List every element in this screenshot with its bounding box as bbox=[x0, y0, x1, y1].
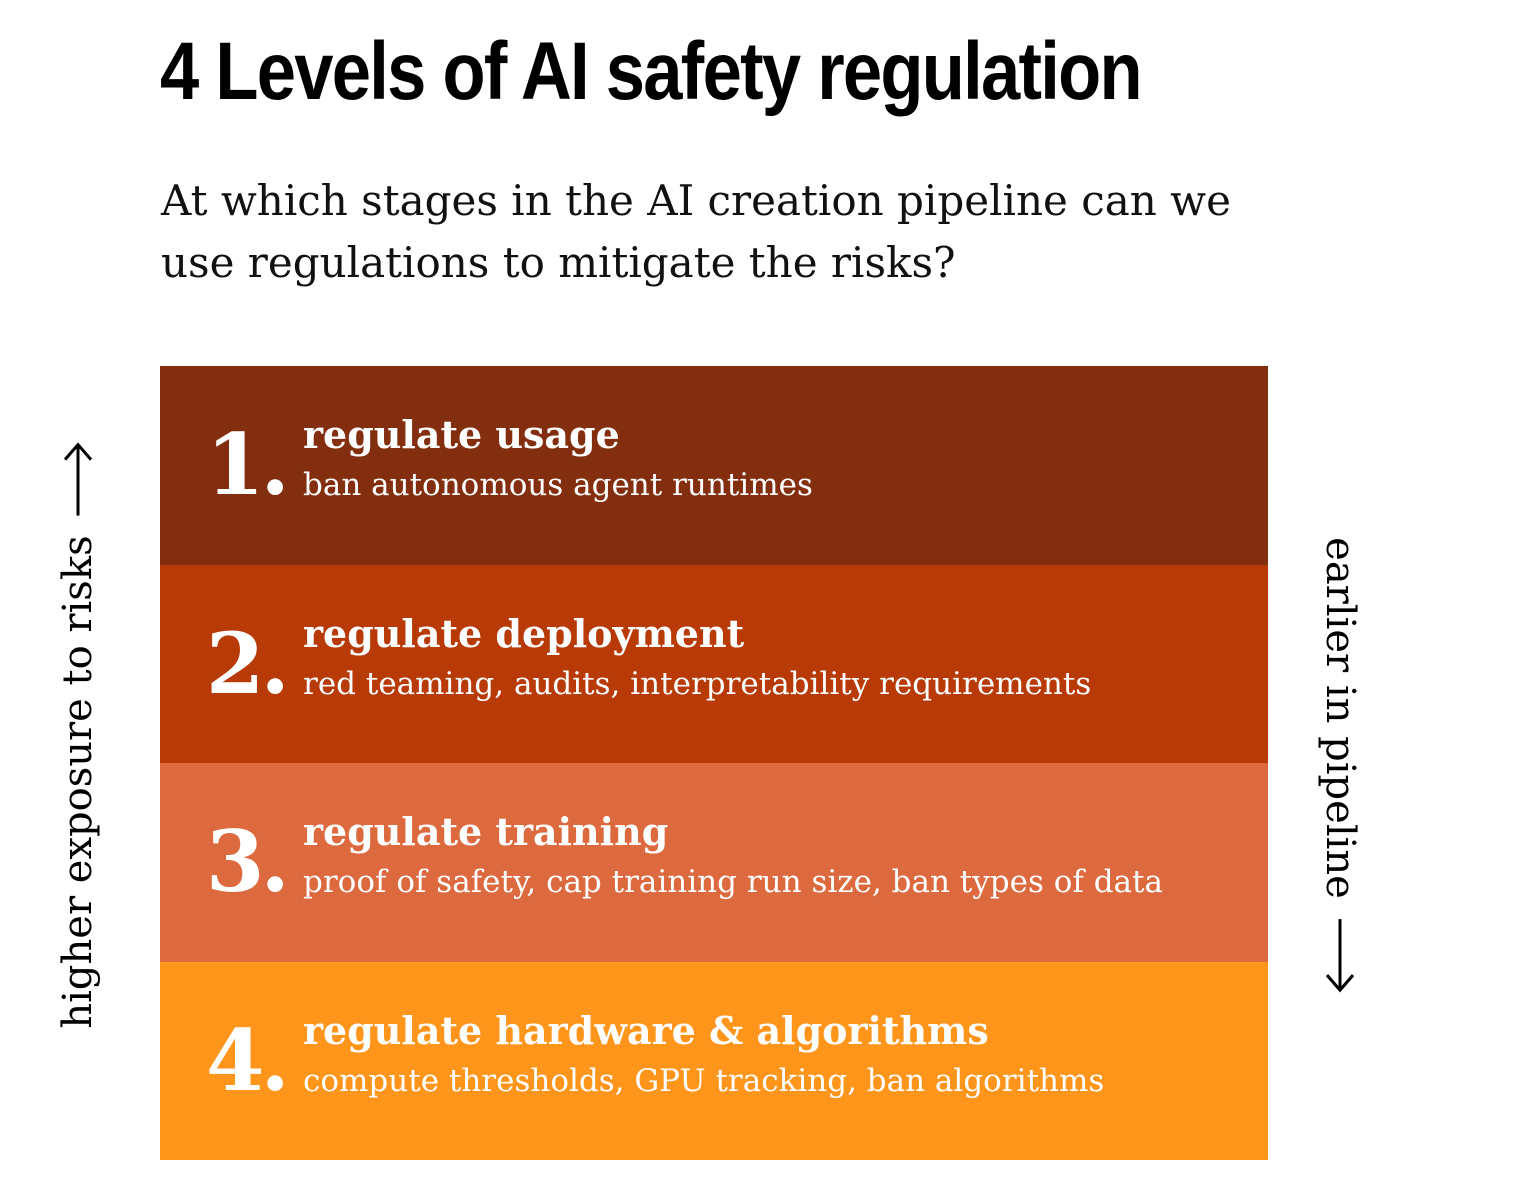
arrow-up-icon bbox=[63, 441, 93, 517]
left-axis-label: higher exposure to risks bbox=[55, 535, 101, 1029]
level-description: compute thresholds, GPU tracking, ban al… bbox=[303, 1062, 1105, 1099]
level-title: regulate training bbox=[303, 809, 669, 854]
level-title: regulate usage bbox=[303, 412, 620, 457]
level-1-block: 1. regulate usage ban autonomous agent r… bbox=[160, 366, 1268, 565]
levels-stack: 1. regulate usage ban autonomous agent r… bbox=[160, 366, 1268, 1160]
level-description: proof of safety, cap training run size, … bbox=[303, 864, 1163, 900]
level-description: ban autonomous agent runtimes bbox=[303, 467, 813, 503]
level-description: red teaming, audits, interpretability re… bbox=[303, 665, 1092, 702]
level-number: 2. bbox=[206, 613, 290, 713]
level-number: 3. bbox=[206, 812, 290, 911]
level-2-block: 2. regulate deployment red teaming, audi… bbox=[160, 564, 1268, 763]
level-number: 1. bbox=[206, 415, 290, 514]
right-axis-label: earlier in pipeline bbox=[1317, 537, 1363, 899]
page-title: 4 Levels of AI safety regulation bbox=[160, 26, 1143, 117]
level-number: 4. bbox=[206, 1010, 290, 1110]
level-4-block: 4. regulate hardware & algorithms comput… bbox=[160, 961, 1268, 1160]
level-title: regulate deployment bbox=[303, 610, 745, 656]
page-subtitle: At which stages in the AI creation pipel… bbox=[161, 176, 1231, 287]
level-3-block: 3. regulate training proof of safety, ca… bbox=[160, 763, 1268, 962]
level-title: regulate hardware & algorithms bbox=[303, 1007, 989, 1053]
arrow-down-icon bbox=[1325, 917, 1355, 993]
